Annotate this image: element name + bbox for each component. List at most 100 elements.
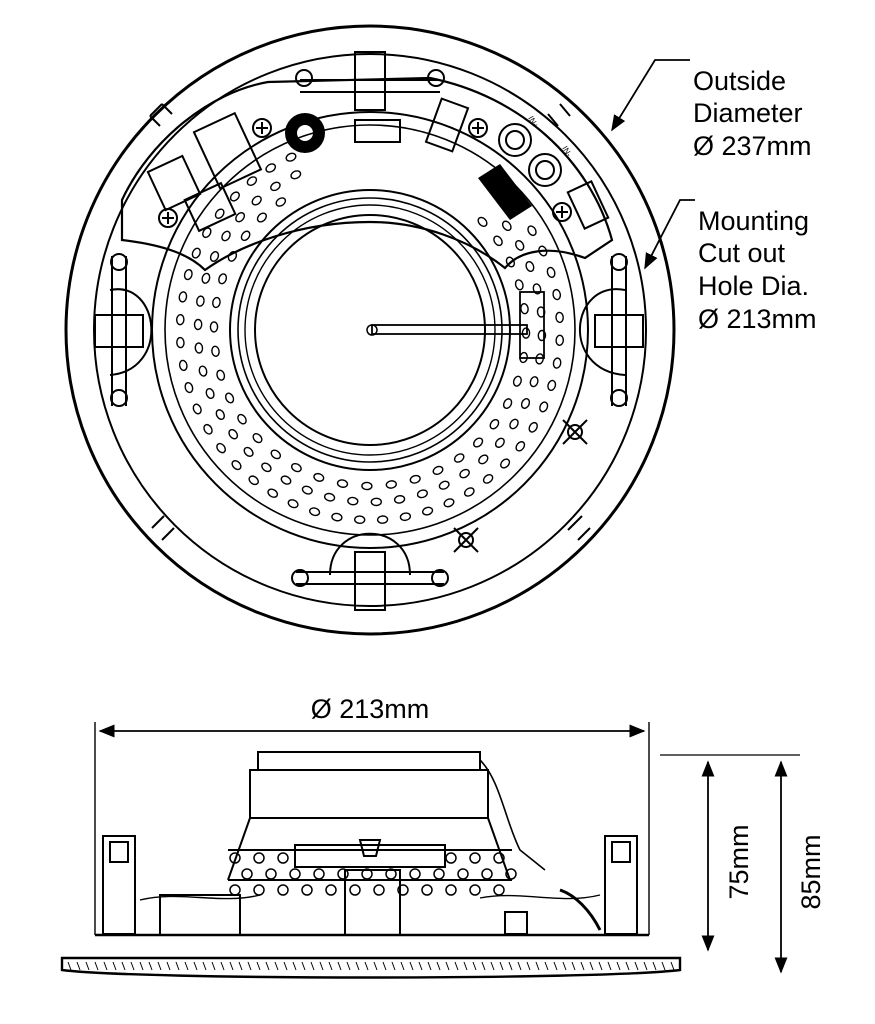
perforation-hole <box>347 496 359 506</box>
perforation-hole <box>520 303 529 315</box>
svg-text:Outside: Outside <box>693 66 786 96</box>
flange-tick <box>184 961 189 971</box>
perforation-hole <box>265 163 277 173</box>
perforation-hole <box>514 279 524 291</box>
perforation-hole <box>463 487 475 497</box>
perforation-hole <box>546 266 556 278</box>
perforation-hole <box>493 235 503 247</box>
perforation-hole <box>537 329 547 342</box>
perforation-hole <box>228 428 239 440</box>
basket-hole <box>229 852 241 864</box>
flange-tick <box>229 961 234 971</box>
perforation-hole <box>512 375 522 387</box>
flange-tick <box>481 961 486 971</box>
perforation-hole <box>525 260 535 273</box>
perforation-hole <box>191 247 201 259</box>
perforation-hole <box>243 446 254 457</box>
perforation-hole <box>555 311 564 324</box>
perforation-hole <box>270 181 281 192</box>
flange-tick <box>598 961 603 971</box>
flange-tick <box>112 961 117 971</box>
perforation-hole <box>183 269 193 281</box>
perforation-hole <box>385 480 397 489</box>
perforation-hole <box>221 230 231 242</box>
flange-tick <box>454 961 459 971</box>
flange-tick <box>544 961 549 971</box>
flange-tick <box>175 961 180 971</box>
perforation-hole <box>215 409 225 420</box>
flange-tick <box>643 961 648 971</box>
flange-tick <box>364 961 369 971</box>
perforation-hole <box>509 418 519 430</box>
flange-tick <box>508 961 513 971</box>
perforation-hole <box>198 365 208 377</box>
basket-hole <box>397 884 409 896</box>
flange-tick <box>76 961 81 971</box>
svg-text:Cut out: Cut out <box>698 238 786 268</box>
basket-hole <box>349 884 361 896</box>
perforation-hole <box>515 441 526 452</box>
svg-text:Mounting: Mounting <box>698 206 809 236</box>
perforation-hole <box>309 507 321 517</box>
cutout-diameter-leader <box>644 199 695 270</box>
flange-tick <box>211 961 216 971</box>
top-view: IN+ IN- <box>64 24 817 636</box>
perforation-hole <box>478 454 489 465</box>
basket-hole <box>457 868 469 880</box>
flange-tick <box>256 961 261 971</box>
side-view: Ø 213mm 75mm 85mm <box>60 694 826 979</box>
perforation-hole <box>547 379 557 391</box>
basket <box>228 839 517 896</box>
perforation-hole <box>501 220 512 232</box>
basket-hole <box>493 852 505 864</box>
flange-tick <box>400 961 405 971</box>
perforation-hole <box>538 245 548 257</box>
perforation-hole <box>218 273 228 285</box>
flange-tick <box>427 961 432 971</box>
cutout-diameter-label: Mounting Cut out Hole Dia. Ø 213mm <box>698 206 817 334</box>
perforation-hole <box>252 433 263 444</box>
basket-hole <box>277 884 289 896</box>
perforation-hole <box>280 475 292 485</box>
perforation-hole <box>201 272 211 284</box>
flange-tick <box>130 961 135 971</box>
flange-tick <box>265 961 270 971</box>
perforation-hole <box>331 512 343 522</box>
flange-tick <box>436 961 441 971</box>
basket-hole <box>469 884 481 896</box>
perforation-hole <box>361 481 373 491</box>
flange-tick <box>499 961 504 971</box>
perforation-hole <box>248 475 259 486</box>
flange-tick <box>670 961 675 971</box>
flange-tick <box>580 961 585 971</box>
clamp-right <box>578 253 644 407</box>
perforation-hole <box>240 230 251 242</box>
basket-hole <box>445 884 457 896</box>
flange-texture <box>67 961 675 971</box>
flange-inner-edge <box>93 53 647 607</box>
perforation-hole <box>211 345 220 357</box>
perforation-hole <box>229 191 240 202</box>
height-label: 85mm <box>796 834 826 909</box>
tweeter-bridge <box>371 324 528 335</box>
perforation-hole <box>237 413 247 425</box>
perforation-hole <box>502 398 513 410</box>
perforation-hole <box>267 488 279 498</box>
terminal-clip <box>478 164 532 220</box>
flange-tick <box>328 961 333 971</box>
outside-diameter-label: Outside Diameter Ø 237mm <box>693 66 812 161</box>
depth-label: 75mm <box>724 824 754 899</box>
perforation-hole <box>176 336 185 349</box>
flange-tick <box>571 961 576 971</box>
flange-tick <box>652 961 657 971</box>
flange-tick <box>490 961 495 971</box>
surround-ring <box>229 189 511 471</box>
perforation-hole <box>477 216 488 227</box>
perforation-hole <box>256 212 267 223</box>
clamp-top <box>295 51 445 111</box>
basket-hole <box>277 852 289 864</box>
flange-tick <box>562 961 567 971</box>
perforation-hole <box>251 195 262 206</box>
